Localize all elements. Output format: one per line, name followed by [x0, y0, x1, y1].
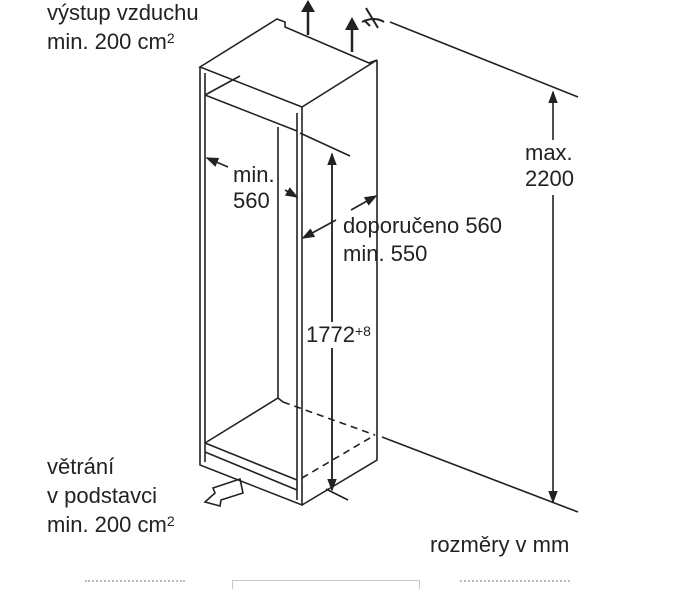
wall-symbol-icon [361, 7, 385, 29]
air-outlet-line2: min. 200 cm [47, 29, 167, 54]
air-outlet-line1: výstup vzduchu [47, 0, 199, 25]
width-label: min. [233, 162, 275, 187]
height-dimension: 1772+8 [306, 322, 371, 348]
dimension-lines [205, 21, 579, 513]
air-outlet-area: min. 200 cm2 [47, 29, 175, 55]
air-outlet-label: výstup vzduchu [47, 0, 199, 26]
width-value: 560 [233, 188, 270, 213]
vent-inlet-arrow-icon [203, 477, 244, 507]
max-height-value: 2200 [525, 166, 574, 192]
vent-area: min. 200 cm2 [47, 512, 175, 538]
depth-recommended: doporučeno 560 [343, 213, 503, 238]
vent-label-line2: v podstavci [47, 483, 158, 508]
air-outlet-sup: 2 [166, 30, 175, 46]
units-label: rozměry v mm [430, 532, 570, 557]
vent-sup: 2 [166, 513, 175, 529]
air-outlet-arrows [301, 0, 359, 52]
vent-label-line3: min. 200 cm [47, 512, 167, 537]
cabinet-outline [198, 18, 378, 507]
depth-min: min. 550 [343, 241, 428, 266]
max-height-label: max. [525, 140, 573, 166]
height-value: 1772 [306, 322, 355, 347]
height-tolerance: +8 [354, 323, 371, 339]
thumbnail-1[interactable] [85, 580, 185, 589]
vent-label-line1: větrání [47, 454, 115, 479]
thumbnail-3[interactable] [460, 580, 570, 589]
thumbnail-2[interactable] [232, 580, 420, 589]
